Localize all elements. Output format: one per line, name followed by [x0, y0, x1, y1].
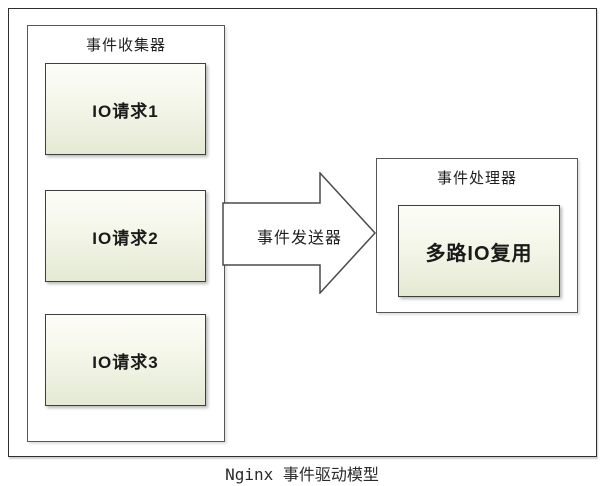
io-request-2-box: IO请求2: [45, 190, 206, 282]
diagram-caption: Nginx 事件驱动模型: [225, 465, 379, 484]
io-request-3-box: IO请求3: [45, 314, 206, 406]
io-multiplexing-box: 多路IO复用: [398, 205, 560, 297]
event-processor-box: 事件处理器 多路IO复用: [376, 158, 578, 313]
event-collector-box: 事件收集器 IO请求1 IO请求2 IO请求3: [27, 25, 225, 442]
event-processor-title: 事件处理器: [436, 170, 517, 187]
event-sender-label: 事件发送器: [256, 230, 342, 247]
event-sender-arrow-icon: [222, 172, 377, 294]
io-request-1-box: IO请求1: [45, 63, 206, 155]
event-collector-title: 事件收集器: [85, 37, 166, 54]
